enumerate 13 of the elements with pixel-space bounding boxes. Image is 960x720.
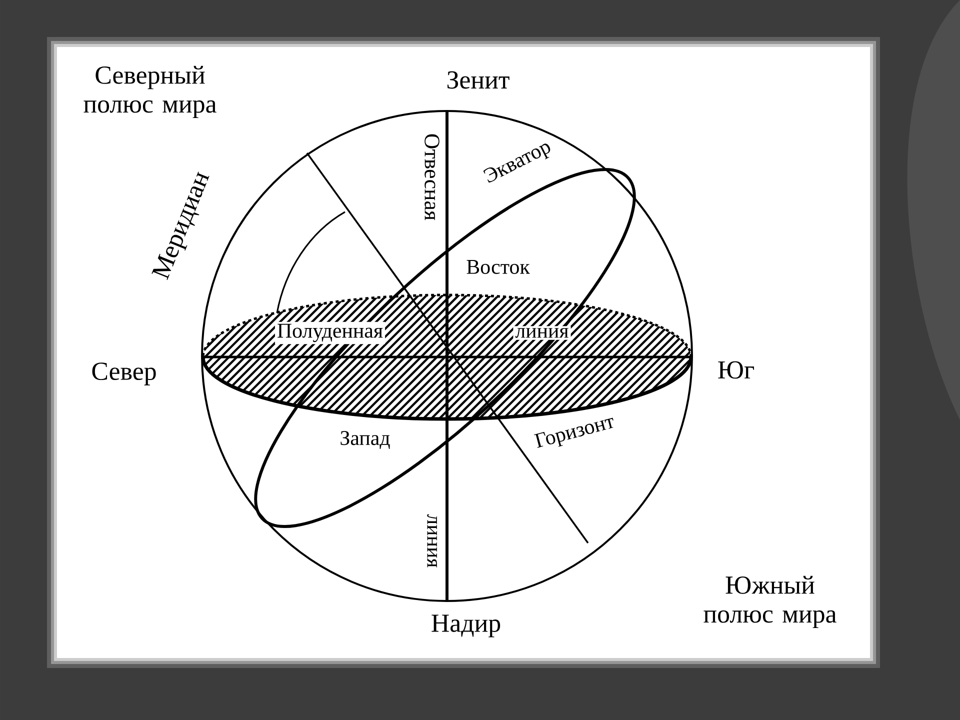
sphere-label: Южный полюс мира xyxy=(704,576,836,628)
sphere-label: Север xyxy=(92,362,156,386)
sphere-label: Юг xyxy=(718,361,754,379)
sphere-label: Отвесная xyxy=(424,134,440,220)
sphere-label: Надир xyxy=(432,614,500,638)
sphere-label: Северный полюс мира xyxy=(84,66,216,118)
sphere-label: Запад xyxy=(340,431,390,449)
sphere-label: Восток xyxy=(466,260,530,274)
sphere-label: Горизонт xyxy=(534,418,614,448)
sphere-label: Полуденная xyxy=(274,322,386,344)
sphere-label: Зенит xyxy=(447,71,510,89)
sphere-label: линия xyxy=(427,514,437,568)
sphere-label: линия xyxy=(513,326,571,340)
